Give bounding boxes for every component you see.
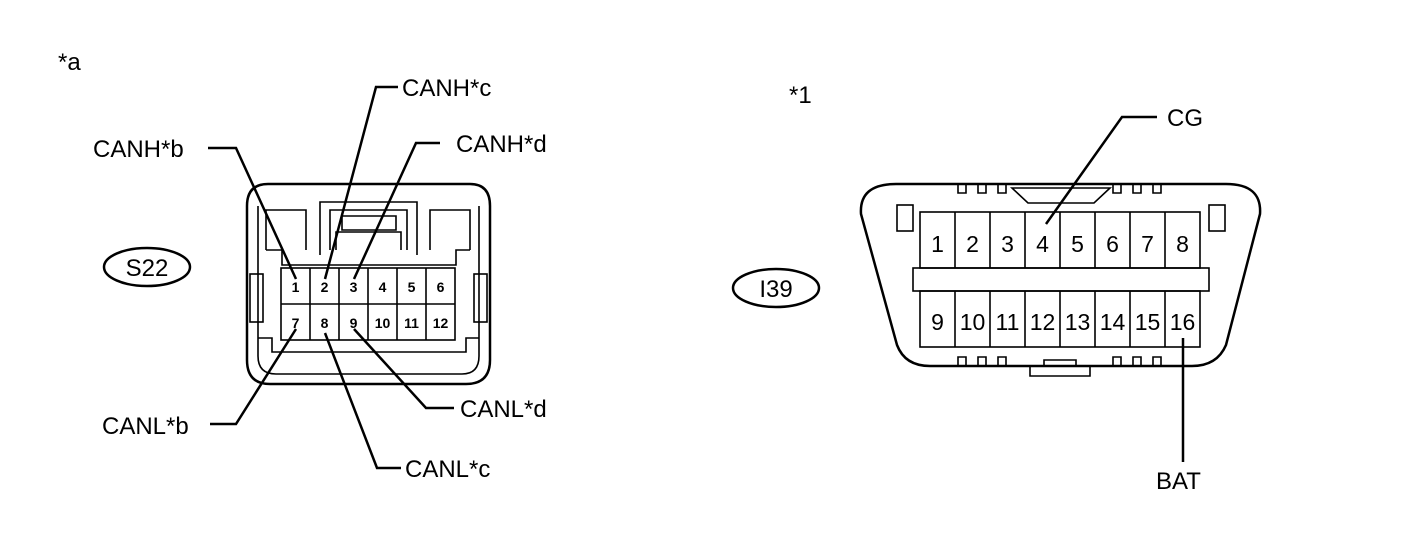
right-pin-16: 16 (1170, 309, 1196, 335)
right-pin-5: 5 (1071, 231, 1084, 257)
right-pin-12: 12 (1030, 309, 1056, 335)
right-pin-13: 13 (1065, 309, 1091, 335)
right-pin-8: 8 (1176, 231, 1189, 257)
callout-canh-c-leader (323, 85, 398, 280)
callout-bat-label: BAT (1156, 468, 1201, 495)
left-pin-grid (280, 267, 456, 341)
right-pin-10: 10 (960, 309, 986, 335)
callout-canh-b: CANH*b (93, 136, 298, 280)
left-bottom-pin-labels: 7 8 9 10 11 12 (292, 315, 449, 331)
callout-bat: BAT (1156, 338, 1201, 495)
right-pin-3: 3 (1001, 231, 1014, 257)
callout-cg: CG (1044, 105, 1203, 225)
right-pin-11: 11 (996, 309, 1020, 335)
left-connector-id: S22 (126, 255, 169, 282)
callout-canl-b-label: CANL*b (102, 413, 189, 440)
left-pin-11: 11 (404, 315, 419, 331)
left-pin-4: 4 (379, 279, 387, 295)
left-top-pin-labels: 1 2 3 4 5 6 (292, 279, 445, 295)
callout-canl-c-leader (323, 332, 401, 470)
callout-canh-d-leader (352, 141, 440, 280)
right-pin-6: 6 (1106, 231, 1119, 257)
left-pin-9: 9 (350, 315, 358, 331)
left-pin-8: 8 (321, 315, 329, 331)
right-pin-1: 1 (931, 231, 944, 257)
callout-canl-c-label: CANL*c (405, 456, 490, 483)
right-pin-grid (912, 211, 1210, 348)
left-connector-id-badge: S22 (102, 246, 192, 288)
right-marker: *1 (789, 82, 812, 109)
callout-canl-b-leader (210, 328, 298, 426)
right-connector-id-badge: I39 (731, 267, 821, 309)
right-pin-9: 9 (931, 309, 944, 335)
left-pin-5: 5 (408, 279, 416, 295)
right-connector-housing (859, 182, 1262, 377)
callout-cg-leader (1044, 115, 1157, 225)
callout-canh-d: CANH*d (352, 131, 547, 280)
right-pin-2: 2 (966, 231, 979, 257)
right-pin-7: 7 (1141, 231, 1154, 257)
left-marker: *a (58, 49, 81, 76)
callout-canl-b: CANL*b (102, 328, 298, 440)
callout-canh-b-leader (208, 146, 298, 280)
right-pin-4: 4 (1036, 231, 1049, 257)
callout-canl-c: CANL*c (323, 332, 490, 483)
right-pin-15: 15 (1135, 309, 1161, 335)
callout-canl-d-label: CANL*d (460, 396, 547, 423)
left-pin-6: 6 (437, 279, 445, 295)
right-bottom-pin-labels: 9 10 11 12 13 14 15 16 (931, 309, 1195, 335)
left-pin-1: 1 (292, 279, 300, 295)
left-pin-3: 3 (350, 279, 358, 295)
left-pin-2: 2 (321, 279, 329, 295)
callout-canl-d: CANL*d (353, 328, 547, 423)
left-pin-12: 12 (433, 315, 449, 331)
callout-canh-c: CANH*c (323, 75, 491, 280)
callout-canh-d-label: CANH*d (456, 131, 547, 158)
callout-cg-label: CG (1167, 105, 1203, 132)
callout-canl-d-leader (353, 328, 454, 410)
right-pin-14: 14 (1100, 309, 1126, 335)
callout-canh-b-label: CANH*b (93, 136, 184, 163)
right-connector-id: I39 (759, 276, 792, 303)
left-pin-10: 10 (375, 315, 391, 331)
left-pin-7: 7 (292, 315, 300, 331)
callout-canh-c-label: CANH*c (402, 75, 491, 102)
